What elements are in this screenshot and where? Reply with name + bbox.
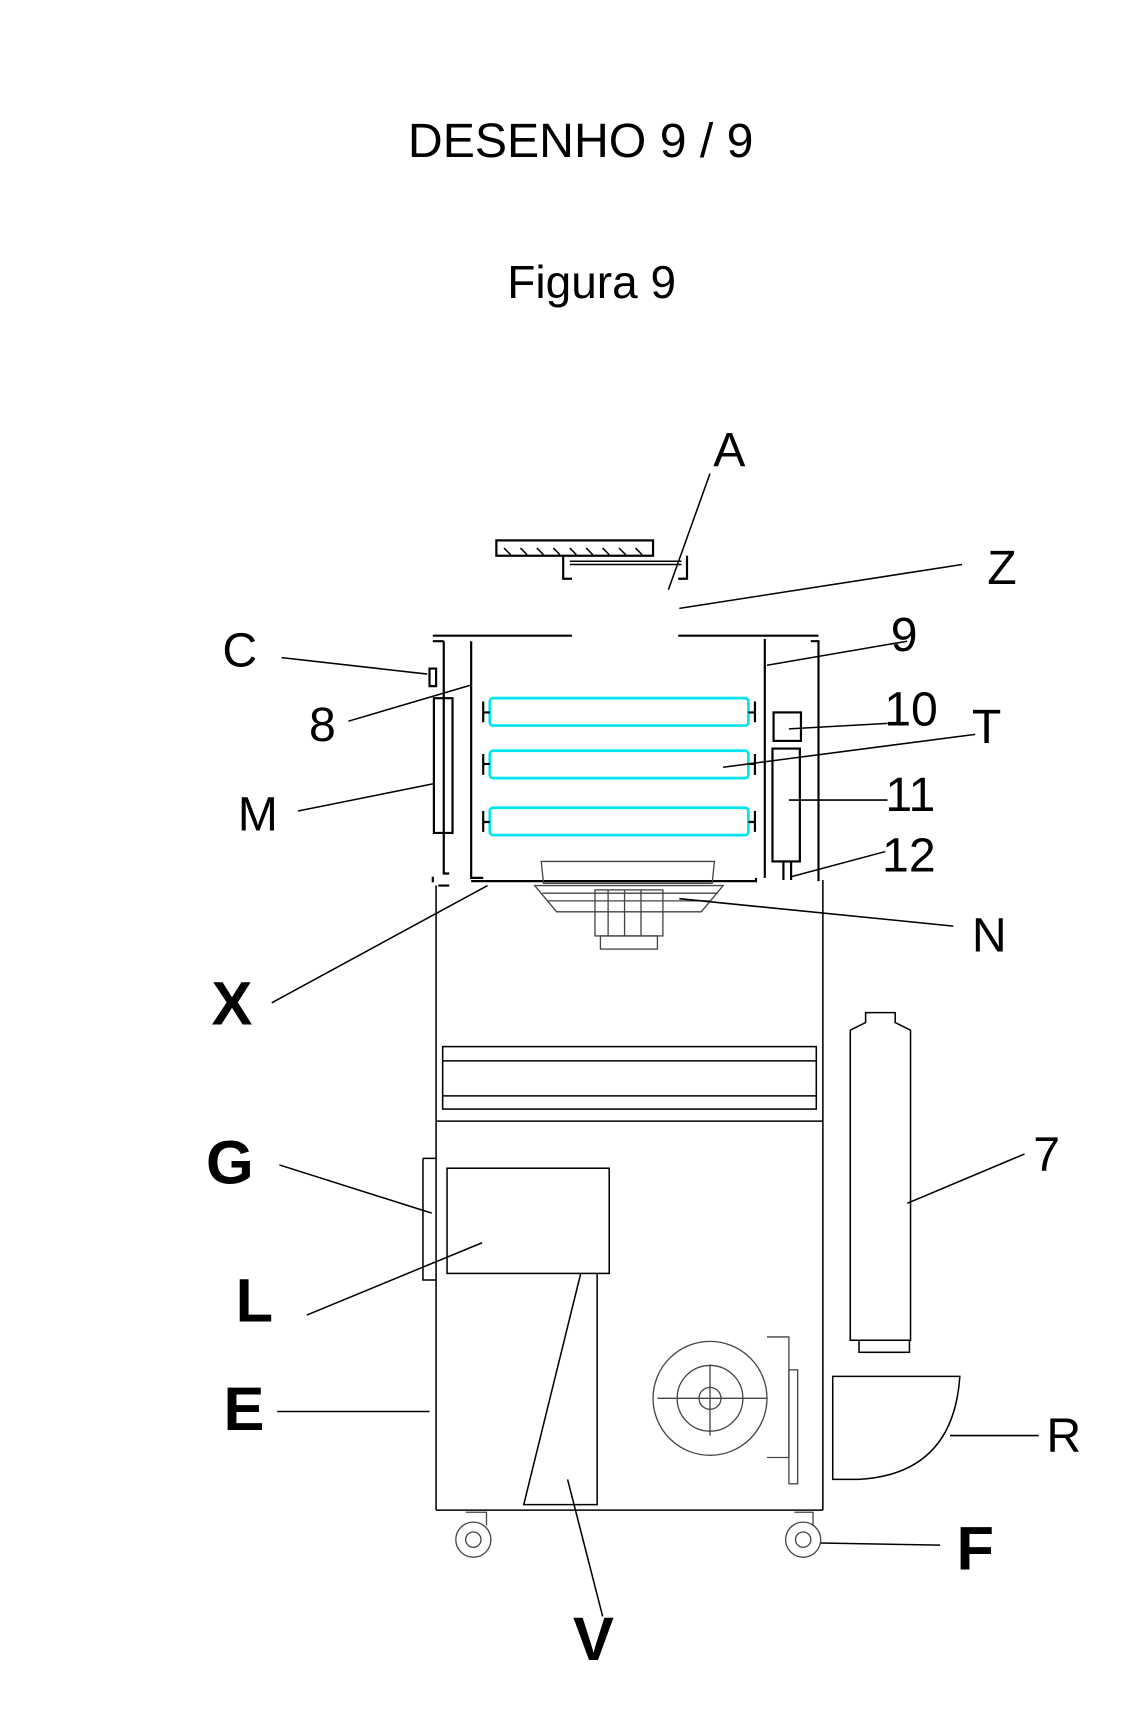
label-f: F: [957, 1514, 994, 1583]
side-panel-m: [428, 667, 454, 835]
label-l: L: [236, 1267, 273, 1336]
filter-cylinder: [831, 1011, 961, 1481]
label-x: X: [211, 970, 252, 1039]
label-9: 9: [891, 608, 918, 662]
label-e: E: [224, 1375, 265, 1444]
figure-caption: Figura 9: [507, 256, 676, 308]
duct-v: [522, 1273, 598, 1506]
label-7: 7: [1033, 1127, 1060, 1181]
label-8: 8: [309, 698, 336, 752]
label-t: T: [972, 700, 1001, 754]
label-m: M: [238, 788, 278, 842]
uv-lamp: [488, 696, 750, 727]
label-a: A: [713, 423, 746, 477]
top-filter-plate: [495, 539, 689, 580]
fan-unit: [533, 860, 725, 950]
label-z: Z: [987, 541, 1016, 595]
blower: [652, 1336, 799, 1485]
page-title: DESENHO 9 / 9: [408, 114, 754, 168]
label-n: N: [972, 908, 1007, 962]
lower-cabinet: [422, 880, 824, 1511]
uv-lamps: [482, 696, 757, 837]
label-12: 12: [882, 828, 936, 882]
label-11: 11: [885, 768, 935, 822]
label-c: C: [222, 623, 257, 677]
label-10: 10: [884, 683, 938, 737]
uv-lamp: [488, 806, 750, 837]
leader-lines: [271, 473, 1039, 1617]
label-g: G: [206, 1129, 254, 1198]
part-labels: A Z C 9 8 10 T M 11 12 N X G 7 L E R F V: [206, 423, 1081, 1674]
label-v: V: [573, 1605, 614, 1674]
caster-wheels: [455, 1511, 822, 1558]
upper-cabinet: [431, 634, 820, 887]
label-r: R: [1046, 1409, 1081, 1463]
uv-lamp: [488, 749, 750, 780]
box-l: [446, 1167, 610, 1275]
